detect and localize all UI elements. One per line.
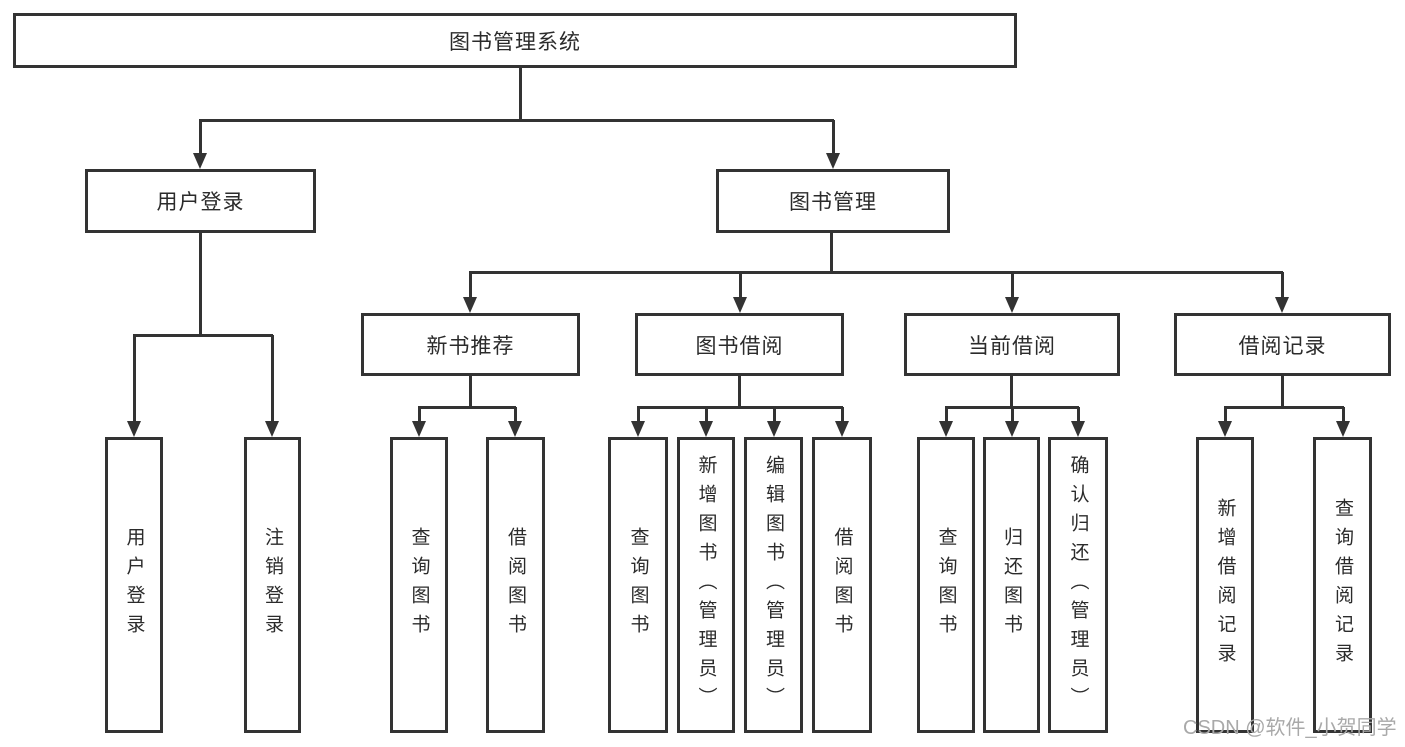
leaf-user-login: 用户登录: [105, 437, 163, 733]
leaf-label: 查询图书: [408, 527, 430, 643]
arrow-down-icon: [1005, 272, 1019, 313]
arrow-down-icon: [265, 335, 279, 437]
node-book-borrowing: 图书借阅: [635, 313, 844, 376]
arrow-down-icon: [733, 272, 747, 313]
arrow-down-icon: [767, 407, 781, 437]
connector-hline: [133, 334, 273, 337]
leaf-label: 新增图书（管理员）: [695, 454, 717, 716]
connector-vline: [469, 376, 472, 407]
arrow-down-icon: [193, 120, 207, 169]
leaf-label: 注销登录: [262, 527, 283, 643]
arrow-down-icon: [939, 407, 953, 437]
arrow-down-icon: [1005, 407, 1019, 437]
connector-vline: [830, 233, 833, 272]
node-library-management-system: 图书管理系统: [13, 13, 1017, 68]
leaf-borrow-books-recommend: 借阅图书: [486, 437, 545, 733]
arrow-down-icon: [412, 407, 426, 437]
arrow-down-icon: [699, 407, 713, 437]
leaf-label: 查询借阅记录: [1332, 498, 1353, 672]
connector-hline: [637, 406, 843, 409]
connector-hline: [418, 406, 516, 409]
leaf-label: 查询图书: [627, 527, 649, 643]
leaf-label: 确认归还（管理员）: [1067, 454, 1089, 716]
arrow-down-icon: [826, 120, 840, 169]
csdn-watermark: CSDN @软件_小贺同学: [1183, 717, 1397, 739]
arrow-down-icon: [1071, 407, 1085, 437]
leaf-label: 借阅图书: [831, 527, 853, 643]
connector-vline: [1281, 376, 1284, 407]
arrow-down-icon: [508, 407, 522, 437]
node-borrowing-records: 借阅记录: [1174, 313, 1391, 376]
arrow-down-icon: [835, 407, 849, 437]
node-book-management: 图书管理: [716, 169, 950, 233]
arrow-down-icon: [631, 407, 645, 437]
connector-vline: [199, 233, 202, 335]
leaf-return-books: 归还图书: [983, 437, 1040, 733]
leaf-query-books-borrowing: 查询图书: [608, 437, 668, 733]
leaf-label: 编辑图书（管理员）: [763, 454, 784, 716]
leaf-query-borrow-record: 查询借阅记录: [1313, 437, 1372, 733]
leaf-label: 查询图书: [935, 527, 957, 643]
arrow-down-icon: [1218, 407, 1232, 437]
leaf-label: 新增借阅记录: [1214, 498, 1236, 672]
leaf-borrow-books: 借阅图书: [812, 437, 872, 733]
node-user-login: 用户登录: [85, 169, 316, 233]
connector-vline: [738, 376, 741, 407]
leaf-confirm-return-admin: 确认归还（管理员）: [1048, 437, 1108, 733]
connector-hline: [199, 119, 834, 122]
leaf-add-borrow-record: 新增借阅记录: [1196, 437, 1254, 733]
leaf-edit-books-admin: 编辑图书（管理员）: [744, 437, 803, 733]
node-current-borrowing: 当前借阅: [904, 313, 1120, 376]
leaf-logout: 注销登录: [244, 437, 301, 733]
arrow-down-icon: [1275, 272, 1289, 313]
arrow-down-icon: [463, 272, 477, 313]
leaf-add-books-admin: 新增图书（管理员）: [677, 437, 735, 733]
connector-hline: [469, 271, 1283, 274]
leaf-label: 归还图书: [1001, 527, 1022, 643]
connector-vline: [1010, 376, 1013, 407]
arrow-down-icon: [127, 335, 141, 437]
node-new-book-recommendation: 新书推荐: [361, 313, 580, 376]
leaf-query-books-current: 查询图书: [917, 437, 975, 733]
leaf-label: 用户登录: [123, 527, 145, 643]
leaf-label: 借阅图书: [505, 527, 526, 643]
connector-vline: [519, 68, 522, 120]
connector-hline: [1224, 406, 1344, 409]
leaf-query-books-recommend: 查询图书: [390, 437, 448, 733]
arrow-down-icon: [1336, 407, 1350, 437]
